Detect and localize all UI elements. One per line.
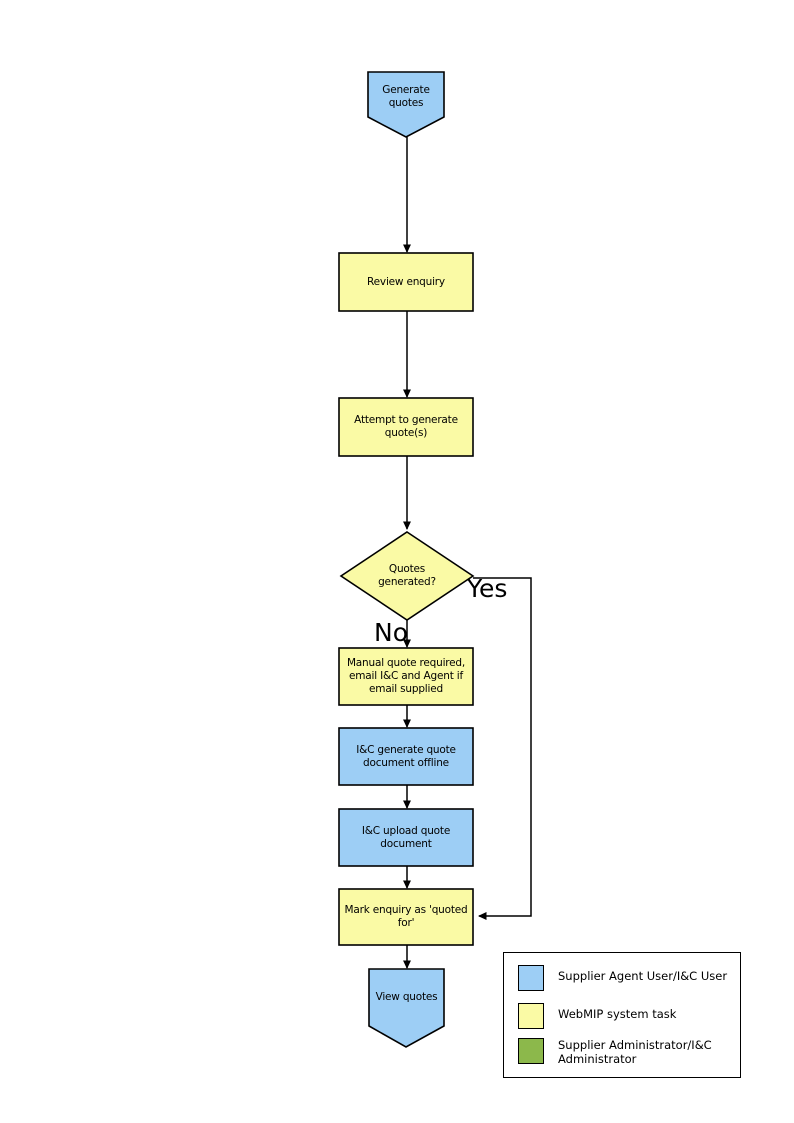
legend-swatch-user-task: [518, 965, 544, 991]
connector-group: [402, 137, 532, 970]
legend-panel: Supplier Agent User/I&C User WebMIP syst…: [503, 952, 741, 1078]
legend-item-system-task: WebMIP system task: [518, 1003, 728, 1029]
shape-review-enquiry[interactable]: [338, 252, 474, 312]
shape-ic-generate-offline[interactable]: [338, 727, 474, 786]
legend-swatch-admin-task: [518, 1038, 544, 1064]
shape-generate-quotes[interactable]: [367, 71, 445, 138]
legend-item-user-task: Supplier Agent User/I&C User: [518, 965, 728, 991]
shape-view-quotes[interactable]: [368, 968, 445, 1048]
legend-label-user-task: Supplier Agent User/I&C User: [558, 969, 728, 983]
legend-swatch-system-task: [518, 1003, 544, 1029]
shape-ic-upload-document[interactable]: [338, 808, 474, 867]
shape-manual-quote[interactable]: [338, 647, 474, 706]
shape-mark-quoted-for[interactable]: [338, 888, 474, 946]
legend-label-admin-task: Supplier Administrator/I&C Administrator: [558, 1038, 712, 1066]
legend-item-admin-task: Supplier Administrator/I&C Administrator: [518, 1038, 733, 1066]
legend-label-system-task: WebMIP system task: [558, 1007, 677, 1021]
shape-attempt-generate[interactable]: [338, 397, 474, 457]
shape-quotes-generated[interactable]: [339, 531, 475, 621]
connector-decision-yes-to-mark: [473, 577, 532, 920]
edge-label-no: No: [374, 618, 408, 647]
edge-label-yes: Yes: [467, 574, 508, 603]
